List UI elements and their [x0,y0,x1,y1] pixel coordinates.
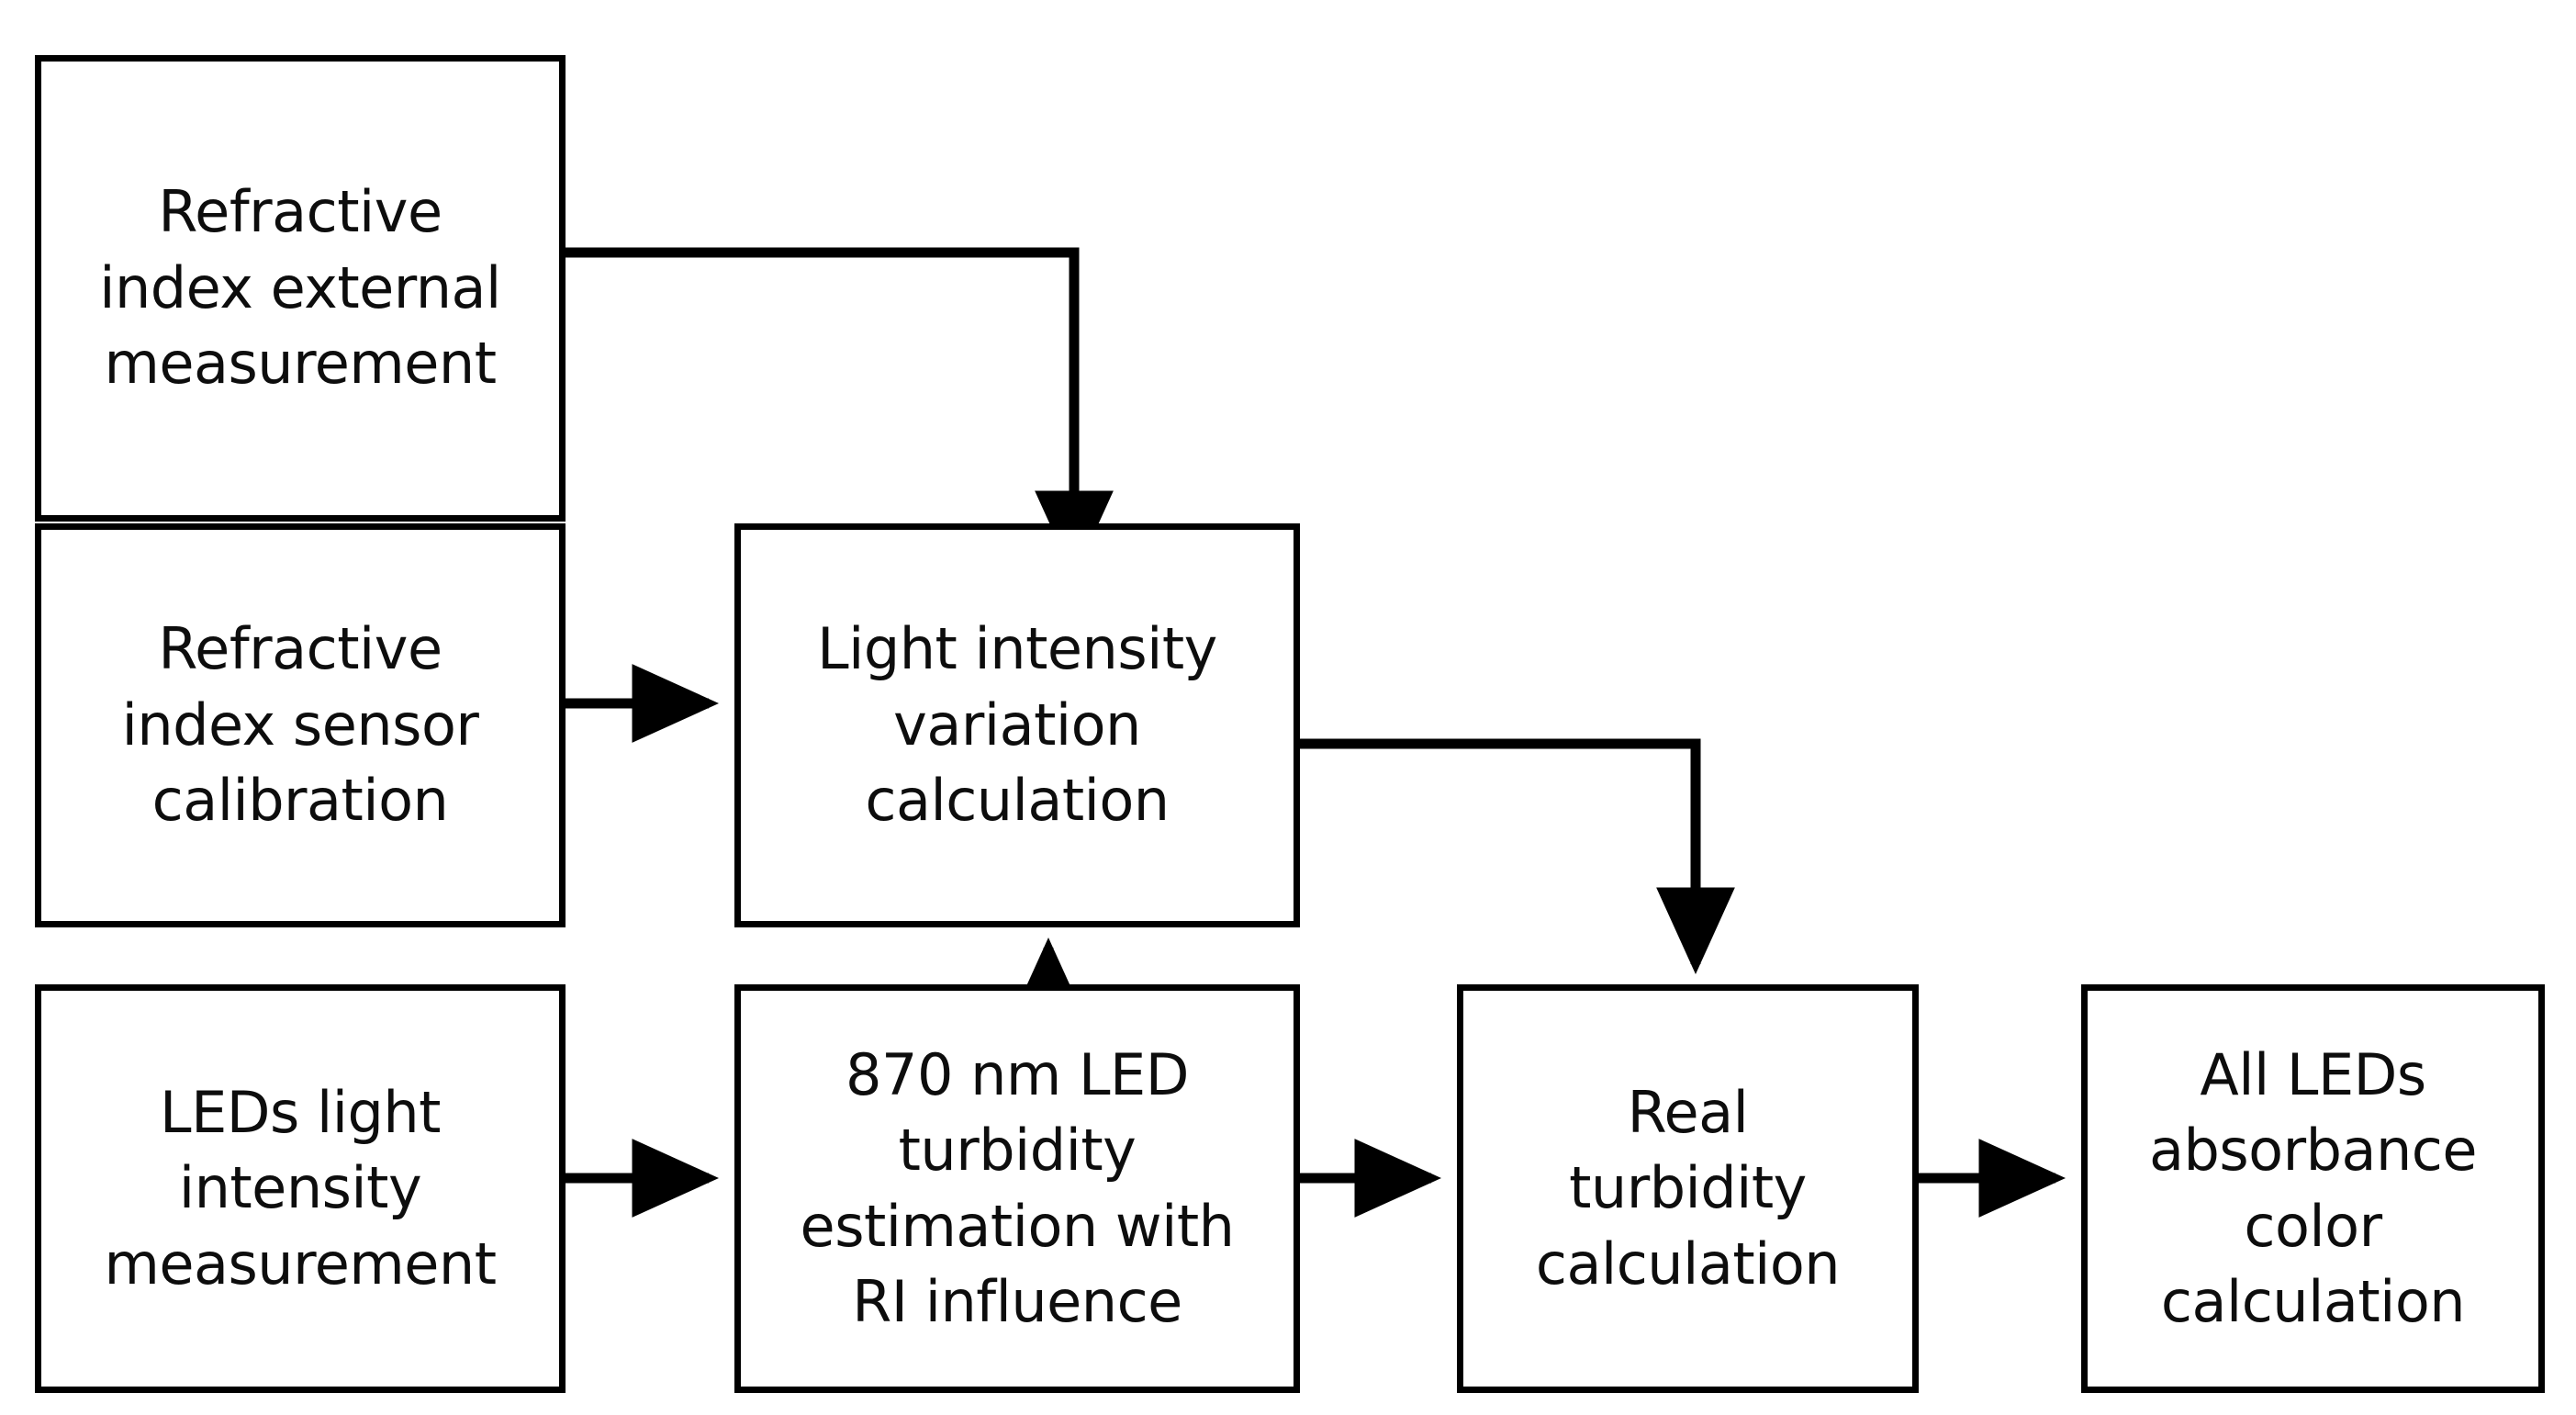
node-label: Refractive index external measurement [99,178,501,398]
connector-ri-external-to-light-intensity [566,247,1114,578]
node-refractive-index-external-measurement[interactable]: Refractive index external measurement [35,55,566,522]
node-all-leds-absorbance-color-calculation[interactable]: All LEDs absorbance color calculation [2081,984,2545,1393]
node-label: Light intensity variation calculation [817,615,1217,835]
node-light-intensity-variation-calculation[interactable]: Light intensity variation calculation [734,523,1300,927]
node-870-nm-led-turbidity-estimation[interactable]: 870 nm LED turbidity estimation with RI … [734,984,1300,1393]
node-label: Real turbidity calculation [1535,1078,1841,1297]
node-label: LEDs light intensity measurement [104,1078,497,1297]
node-label: All LEDs absorbance color calculation [2149,1040,2477,1335]
node-label: Refractive index sensor calibration [121,615,479,835]
connector-light-intensity-to-real-turbidity [1300,738,1735,975]
node-real-turbidity-calculation[interactable]: Real turbidity calculation [1457,984,1919,1393]
node-refractive-index-sensor-calibration[interactable]: Refractive index sensor calibration [35,523,566,927]
node-leds-light-intensity-measurement[interactable]: LEDs light intensity measurement [35,984,566,1393]
node-label: 870 nm LED turbidity estimation with RI … [800,1040,1235,1335]
